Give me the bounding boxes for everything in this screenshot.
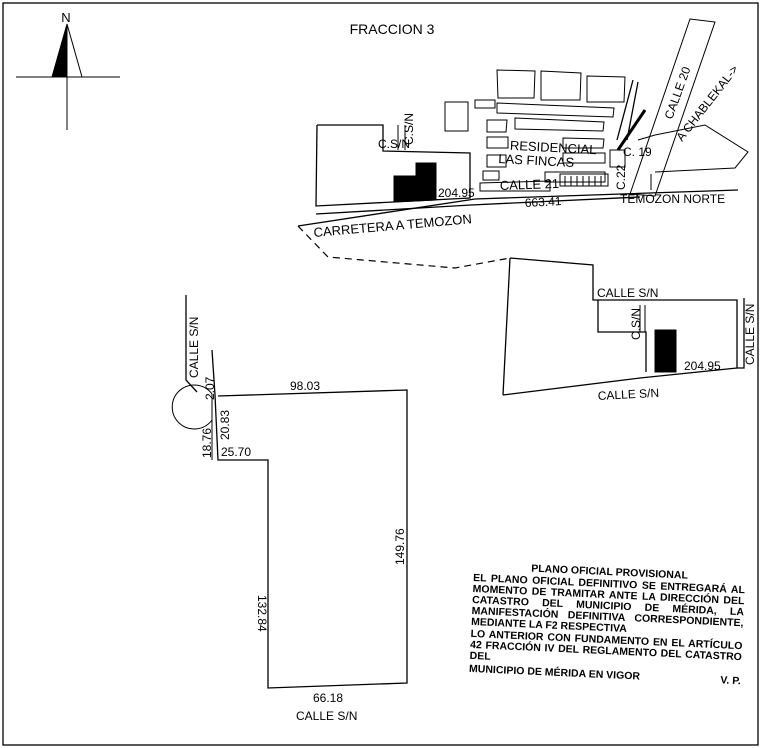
notes-initials: V. P. <box>720 674 742 688</box>
label-dim-18-76: 18.76 <box>200 428 214 458</box>
detail-map: CALLE S/N C.S/N CALLE S/N 204.95 CALLE S… <box>502 257 757 403</box>
north-label: N <box>61 10 70 25</box>
label-csn-horizontal: C.S/N <box>378 137 410 151</box>
label-calle-sn-bottom: CALLE S/N <box>296 709 357 723</box>
subject-parcel-mid <box>654 329 677 373</box>
label-c19: C. 19 <box>623 145 652 159</box>
label-calle-sn-mid-top: CALLE S/N <box>597 286 658 300</box>
label-calle-21: CALLE 21 <box>500 176 560 193</box>
plan-title: FRACCION 3 <box>350 21 435 37</box>
label-calle-sn-mid-bottom: CALLE S/N <box>597 386 659 403</box>
label-dim-98-03: 98.03 <box>290 379 320 393</box>
location-map: RESIDENCIAL LAS FINCAS CALLE 21 C. 19 C.… <box>297 18 749 269</box>
label-csn-mid-vertical: C.S/N <box>629 308 643 340</box>
label-temozon-norte: TEMOZON NORTE <box>620 192 725 206</box>
residencial-blocks <box>444 69 639 192</box>
subject-parcel-top <box>393 162 437 203</box>
label-csn-vertical: C.S/N <box>402 113 416 145</box>
label-dim-132-84: 132.84 <box>255 595 269 632</box>
label-dim-149-76: 149.76 <box>393 528 407 565</box>
label-calle-20: CALLE 20 <box>662 65 694 121</box>
label-dim-66-18: 66.18 <box>313 691 343 705</box>
label-calle-sn-left: CALLE S/N <box>187 317 201 378</box>
north-arrow-icon: N <box>16 10 120 130</box>
label-carretera: CARRETERA A TEMOZON <box>313 211 472 240</box>
plan-notes: PLANO OFICIAL PROVISIONAL EL PLANO OFICI… <box>469 560 746 688</box>
parcel-plan: CALLE S/N 2.07 20.83 18.76 25.70 98.03 1… <box>171 295 408 723</box>
label-las-fincas: LAS FINCAS <box>498 151 575 170</box>
label-dim-25-70: 25.70 <box>221 445 251 459</box>
label-calle-sn-mid-right: CALLE S/N <box>743 304 757 365</box>
label-dim-20-83: 20.83 <box>218 410 232 440</box>
label-residencial: RESIDENCIAL <box>510 138 597 158</box>
label-dim-204-95-top: 204.95 <box>438 186 475 200</box>
label-dim-204-95-mid: 204.95 <box>684 359 721 373</box>
label-dim-2-07: 2.07 <box>203 376 217 400</box>
label-dim-663-41: 663.41 <box>524 194 562 210</box>
label-c22: C.22 <box>614 164 628 190</box>
